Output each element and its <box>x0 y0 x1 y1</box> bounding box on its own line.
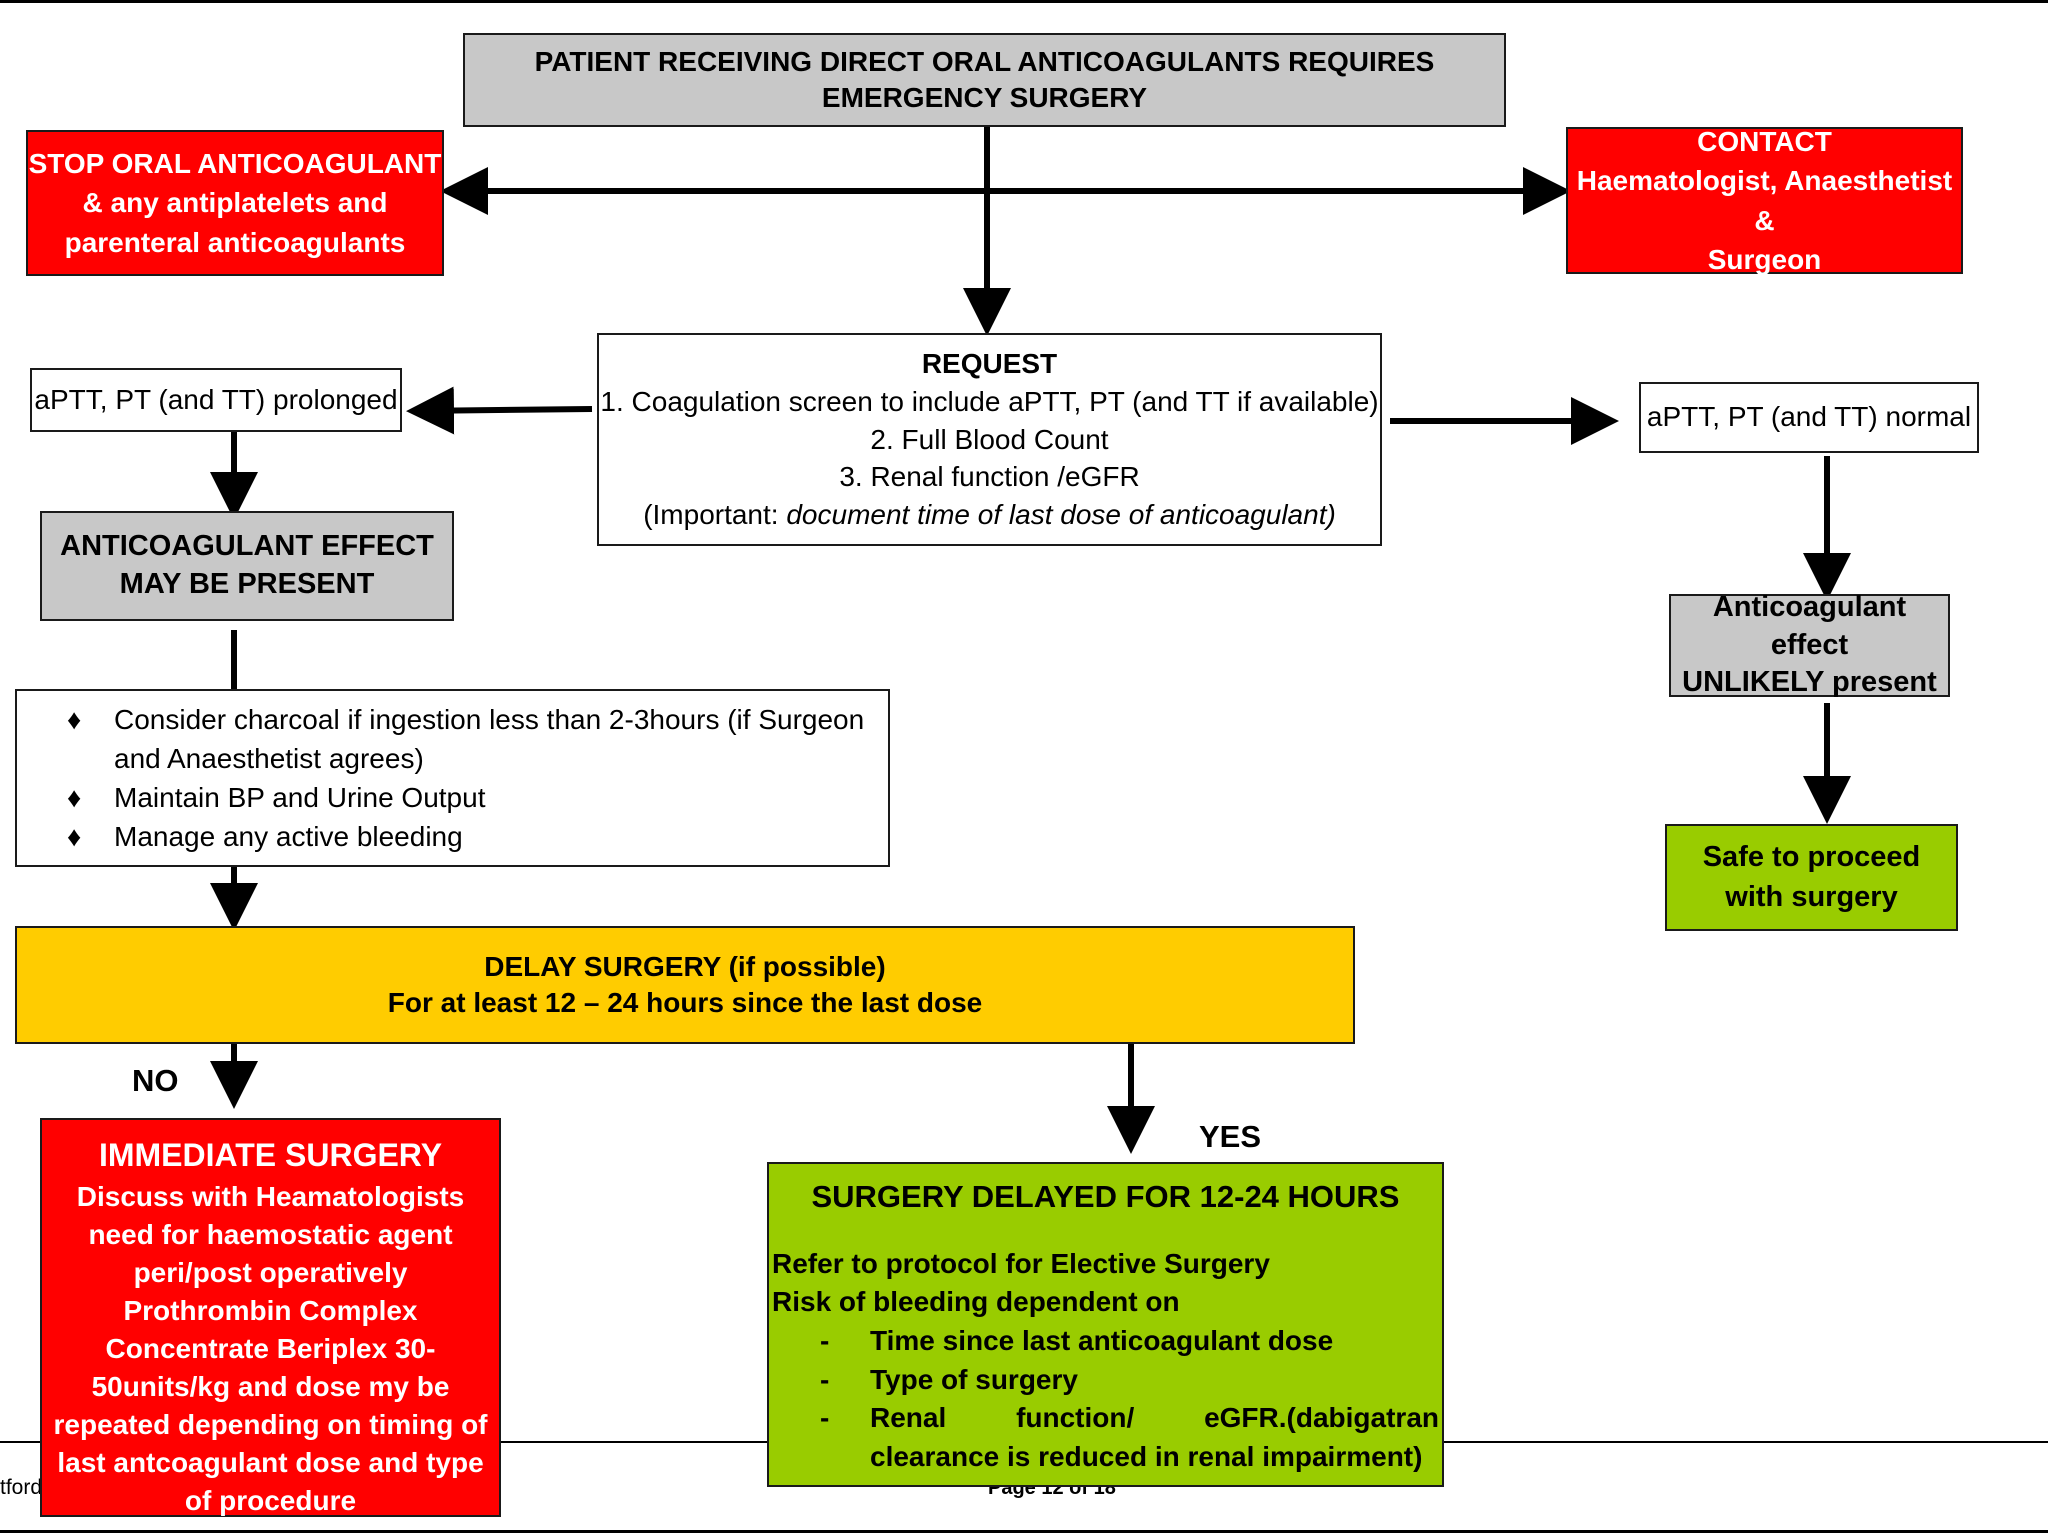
list-item: - Type of surgery <box>772 1361 1439 1400</box>
request-note-italic: document time of last dose of anticoagul… <box>786 499 1336 531</box>
normal-result-box: aPTT, PT (and TT) normal <box>1639 382 1979 453</box>
bottom-border <box>0 1530 2048 1533</box>
effect-unlikely-line1: Anticoagulant effect <box>1712 590 1907 661</box>
contact-line1: CONTACT <box>1697 126 1832 158</box>
immediate-surgery-box: IMMEDIATE SURGERY Discuss with Heamatolo… <box>40 1118 501 1517</box>
effect-present-box: ANTICOAGULANT EFFECT MAY BE PRESENT <box>40 511 454 621</box>
prolonged-text: aPTT, PT (and TT) prolonged <box>34 383 398 415</box>
no-label: NO <box>132 1063 179 1098</box>
stop-anticoagulant-box: STOP ORAL ANTICOAGULANT & any antiplatel… <box>26 130 444 276</box>
footer-left-text: tford <box>0 1476 43 1499</box>
request-title: REQUEST <box>921 348 1058 379</box>
dash-bullet: - <box>820 1325 830 1357</box>
stop-line3: parenteral anticoagulants <box>64 226 406 258</box>
delay-line2: For at least 12 – 24 hours since the las… <box>387 987 983 1018</box>
list-item-text: Maintain BP and Urine Output <box>114 782 486 813</box>
contact-specialists-box: CONTACT Haematologist, Anaesthetist & Su… <box>1566 126 1963 275</box>
effect-unlikely-box: Anticoagulant effect UNLIKELY present <box>1669 591 1950 698</box>
delay-surgery-box: DELAY SURGERY (if possible) For at least… <box>15 926 1355 1044</box>
list-item-text: Consider charcoal if ingestion less than… <box>114 703 865 774</box>
list-item: - Renal function/ eGFR.(dabigatran cleara… <box>772 1399 1439 1476</box>
diamond-bullet-icon: ♦ <box>67 703 82 735</box>
safe-to-proceed-box: Safe to proceed with surgery <box>1665 824 1958 931</box>
stop-line1: STOP ORAL ANTICOAGULANT <box>28 148 442 180</box>
immediate-line1: Discuss with Heamatologists need for hae… <box>76 1180 465 1288</box>
delayed-line1: Refer to protocol for Elective Surgery <box>772 1247 1270 1279</box>
diamond-bullet-icon: ♦ <box>67 821 82 853</box>
safe-line1: Safe to proceed <box>1702 841 1921 874</box>
list-item-text: Manage any active bleeding <box>114 821 463 853</box>
immediate-line2: Prothrombin Complex Concentrate Beriplex… <box>53 1294 488 1517</box>
contact-line2: Haematologist, Anaesthetist & <box>1576 165 1953 236</box>
top-border <box>0 0 2048 3</box>
dash-bullet: - <box>820 1402 830 1434</box>
safe-line2: with surgery <box>1725 880 1898 913</box>
effect-present-line2: MAY BE PRESENT <box>119 568 375 600</box>
request-item-1: 1. Coagulation screen to include aPTT, P… <box>600 385 1379 417</box>
request-note-prefix: (Important: <box>643 499 787 531</box>
delay-line1: DELAY SURGERY (if possible) <box>484 950 886 982</box>
list-item: ♦ Consider charcoal if ingestion less tha… <box>17 700 888 778</box>
bleeding-risk-list: - Time since last anticoagulant dose - Typ… <box>772 1322 1439 1477</box>
list-item-text: Time since last anticoagulant dose <box>870 1325 1334 1357</box>
delayed-title: SURGERY DELAYED FOR 12-24 HOURS <box>811 1179 1400 1214</box>
list-item: ♦ Manage any active bleeding <box>17 817 888 856</box>
request-box: REQUEST 1. Coagulation screen to include… <box>597 333 1382 546</box>
dash-bullet: - <box>820 1363 830 1395</box>
emergency-surgery-box: PATIENT RECEIVING DIRECT ORAL ANTICOAGUL… <box>463 33 1506 127</box>
list-item-text: Type of surgery <box>870 1363 1078 1395</box>
supportive-measures-box: ♦ Consider charcoal if ingestion less tha… <box>15 689 890 867</box>
prolonged-result-box: aPTT, PT (and TT) prolonged <box>30 368 402 432</box>
stop-line2: & any antiplatelets and <box>82 187 388 219</box>
normal-text: aPTT, PT (and TT) normal <box>1646 401 1972 433</box>
request-note: (Important: document time of last dose o… <box>643 496 1336 534</box>
emergency-surgery-line2: EMERGENCY SURGERY <box>821 82 1148 113</box>
surgery-delayed-box: SURGERY DELAYED FOR 12-24 HOURS Refer to… <box>767 1162 1444 1487</box>
diamond-bullet-icon: ♦ <box>67 782 82 813</box>
delayed-line2: Risk of bleeding dependent on <box>772 1286 1180 1318</box>
yes-label: YES <box>1199 1119 1262 1154</box>
emergency-surgery-line1: PATIENT RECEIVING DIRECT ORAL ANTICOAGUL… <box>534 45 1435 77</box>
effect-unlikely-line2: UNLIKELY present <box>1682 666 1937 699</box>
contact-line3: Surgeon <box>1707 243 1822 275</box>
arrow-to-prolonged <box>406 386 593 435</box>
request-item-2: 2. Full Blood Count <box>870 423 1109 455</box>
effect-present-line1: ANTICOAGULANT EFFECT <box>60 530 434 563</box>
supportive-measures-list: ♦ Consider charcoal if ingestion less tha… <box>17 700 888 857</box>
request-item-3: 3. Renal function /eGFR <box>839 461 1140 493</box>
list-item: ♦ Maintain BP and Urine Output <box>17 778 888 817</box>
immediate-title: IMMEDIATE SURGERY <box>98 1137 443 1173</box>
list-item: - Time since last anticoagulant dose <box>772 1322 1439 1361</box>
list-item-text: Renal function/ eGFR.(dabigatran clearan… <box>870 1402 1439 1472</box>
